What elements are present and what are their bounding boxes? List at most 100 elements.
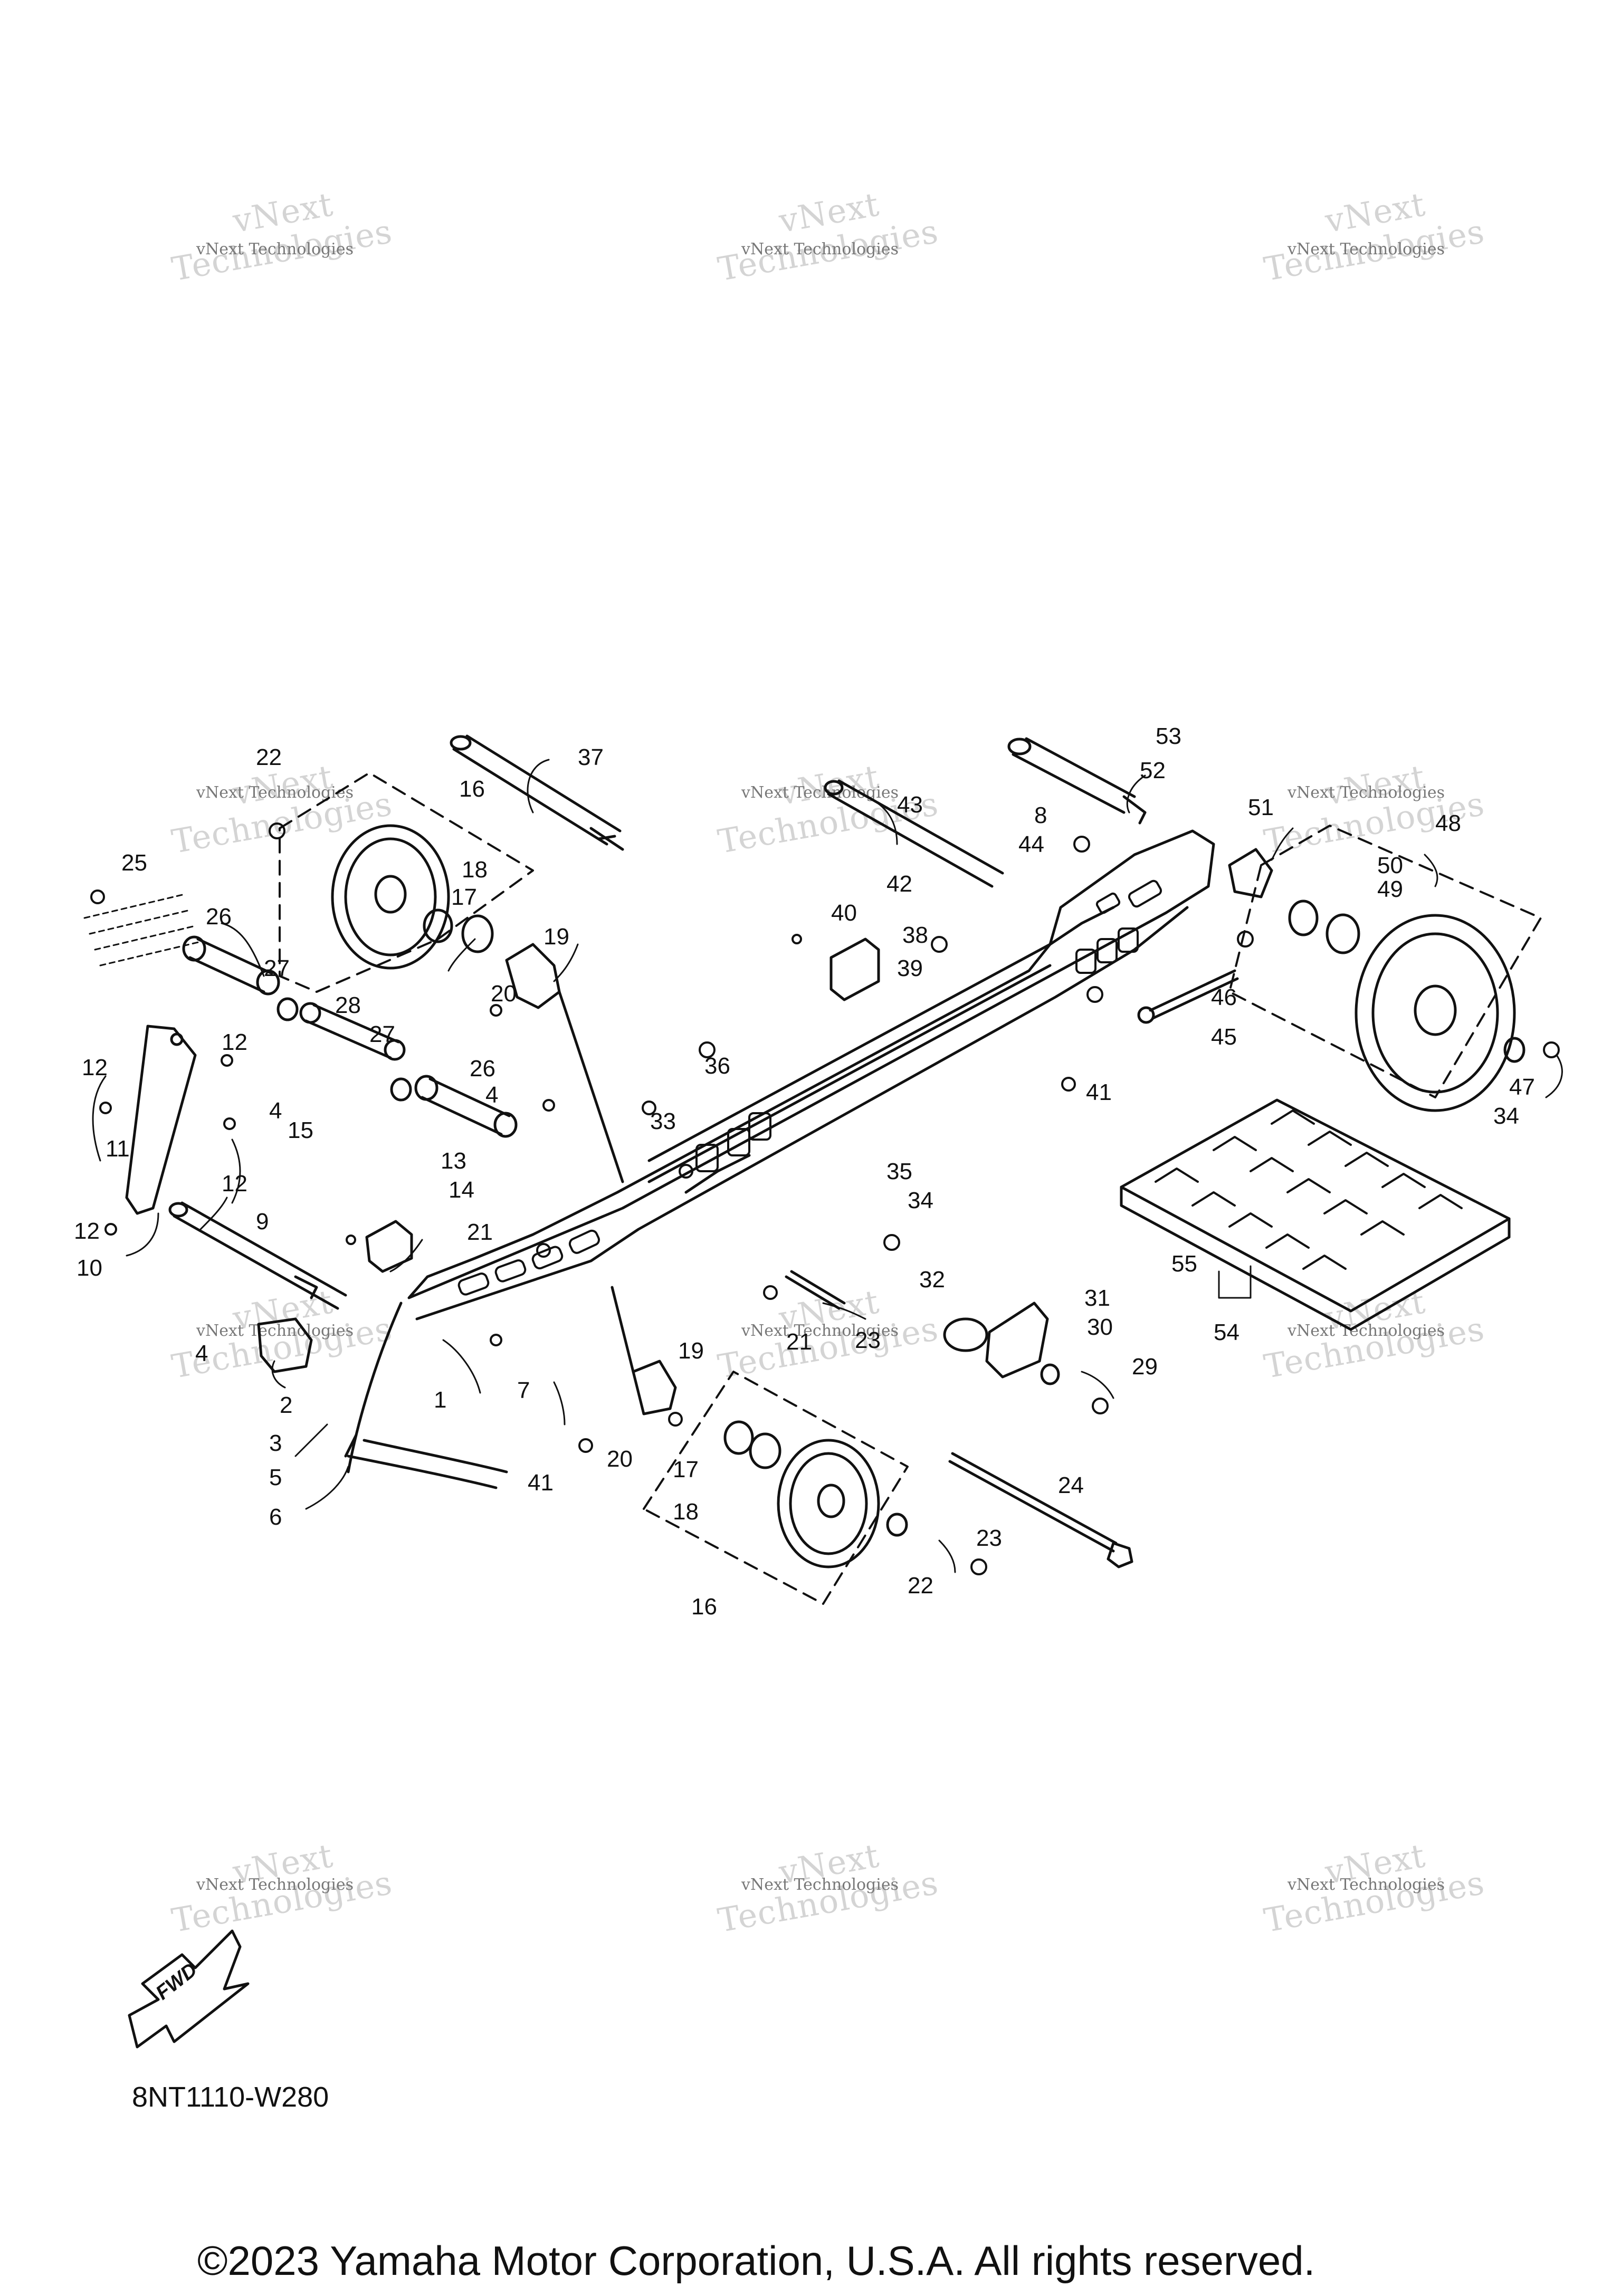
callout-label: 1 (434, 1387, 446, 1413)
callout-label: 7 (517, 1377, 530, 1403)
callout-label: 39 (897, 955, 923, 981)
callout-label: 26 (470, 1056, 495, 1082)
callout-label: 55 (1171, 1251, 1197, 1277)
callout-label: 31 (1084, 1285, 1110, 1311)
tube-26-lower (414, 1075, 518, 1138)
callout-label: 54 (1214, 1319, 1239, 1345)
callout-label: 4 (269, 1098, 282, 1124)
callout-label: 4 (195, 1341, 208, 1366)
callout-label: 35 (886, 1159, 912, 1184)
callout-label: 53 (1156, 723, 1181, 749)
fwd-arrow-icon (128, 1929, 250, 2049)
callout-label: 11 (106, 1136, 130, 1162)
rail-section-25 (83, 893, 202, 967)
assembly-box-48 (1228, 825, 1542, 1098)
bolt-45 (1137, 969, 1239, 1024)
bracket-19-lower (611, 1286, 677, 1415)
callout-label: 38 (902, 922, 928, 948)
block-2 (257, 1317, 313, 1373)
track-clips (1155, 1109, 1463, 1270)
callout-label: 41 (528, 1470, 554, 1496)
callout-label: 12 (222, 1029, 247, 1055)
callout-label: 19 (678, 1338, 704, 1364)
callout-label: 23 (855, 1327, 881, 1353)
callout-label: 36 (704, 1053, 730, 1079)
callout-label: 8 (1034, 802, 1047, 828)
callout-label: 52 (1140, 758, 1166, 783)
callout-label: 2 (280, 1392, 292, 1418)
callout-label: 47 (1509, 1074, 1535, 1100)
idler-wheel-upper (331, 824, 494, 970)
slide-rail-left (407, 829, 1215, 1299)
shaft-43 (824, 779, 1004, 888)
assembly-box-16-lower (643, 1371, 909, 1605)
callout-label: 22 (256, 744, 282, 770)
callout-label: 45 (1211, 1024, 1237, 1050)
callout-label: 21 (786, 1329, 812, 1355)
slide-rail-left-lower-edge (415, 906, 1189, 1321)
callout-label: 16 (459, 776, 485, 802)
slide-rail-left-front-curve (347, 1302, 403, 1474)
stopper-38 (829, 937, 880, 1001)
callout-label: 19 (543, 924, 569, 950)
cross-shaft-holes (695, 927, 1139, 1172)
track-section (1120, 1098, 1511, 1331)
callout-label: 48 (1435, 810, 1461, 836)
bracket-19-upper (505, 943, 624, 1183)
callout-label: 24 (1058, 1472, 1084, 1498)
callout-label: 37 (578, 744, 604, 770)
callout-label: 21 (467, 1219, 493, 1245)
callout-label: 30 (1087, 1314, 1113, 1340)
copyright-notice: ©2023 Yamaha Motor Corporation, U.S.A. A… (197, 2237, 1315, 2284)
callout-label: 34 (1493, 1103, 1519, 1129)
callout-label: 40 (831, 900, 857, 926)
callout-label: 27 (369, 1021, 395, 1047)
stopper-13 (365, 1220, 413, 1273)
callout-label: 17 (451, 884, 477, 910)
callout-label: 28 (335, 992, 361, 1018)
callout-label: 22 (908, 1573, 933, 1599)
callout-label: 23 (976, 1525, 1002, 1551)
callout-label: 3 (269, 1430, 282, 1456)
tube-28 (299, 1002, 406, 1061)
tube-26-upper (182, 935, 280, 996)
callout-label: 27 (264, 955, 290, 981)
callout-label: 33 (650, 1108, 676, 1134)
shaft-37 (450, 734, 624, 851)
callout-label: 18 (462, 857, 488, 883)
callout-label: 10 (77, 1255, 102, 1281)
callout-label: 17 (673, 1457, 699, 1482)
callout-label: 41 (1086, 1079, 1112, 1105)
callout-label: 32 (919, 1267, 945, 1293)
assembly-box-16-upper (279, 772, 534, 993)
callout-label: 14 (449, 1177, 474, 1203)
callout-label: 34 (908, 1188, 933, 1213)
diagram-code: 8NT1110-W280 (132, 2081, 329, 2113)
callout-label: 4 (485, 1082, 498, 1108)
shaft-8 (1007, 737, 1147, 825)
callout-label: 16 (691, 1594, 717, 1620)
callout-label: 6 (269, 1504, 282, 1530)
callout-label: 13 (441, 1148, 466, 1174)
callout-label: 25 (121, 850, 147, 876)
idler-wheel-lower (723, 1420, 908, 1568)
callout-label: 49 (1377, 876, 1403, 902)
washers-27 (276, 997, 412, 1102)
callout-label: 12 (74, 1218, 100, 1244)
callout-label: 9 (256, 1209, 269, 1235)
callout-label: 50 (1377, 853, 1403, 878)
callout-label: 18 (673, 1499, 699, 1525)
callout-leaders (92, 759, 1563, 1573)
rear-idler-wheel (1228, 848, 1525, 1112)
callout-label: 29 (1132, 1354, 1158, 1380)
callout-label: 46 (1211, 984, 1237, 1010)
callout-label: 12 (82, 1055, 108, 1080)
callout-label: 20 (607, 1446, 633, 1472)
callout-label: 44 (1018, 831, 1044, 857)
callout-label: 42 (886, 871, 912, 897)
callout-label: 15 (288, 1117, 313, 1143)
bolt-24 (948, 1452, 1133, 1568)
arm-10 (125, 1025, 197, 1215)
